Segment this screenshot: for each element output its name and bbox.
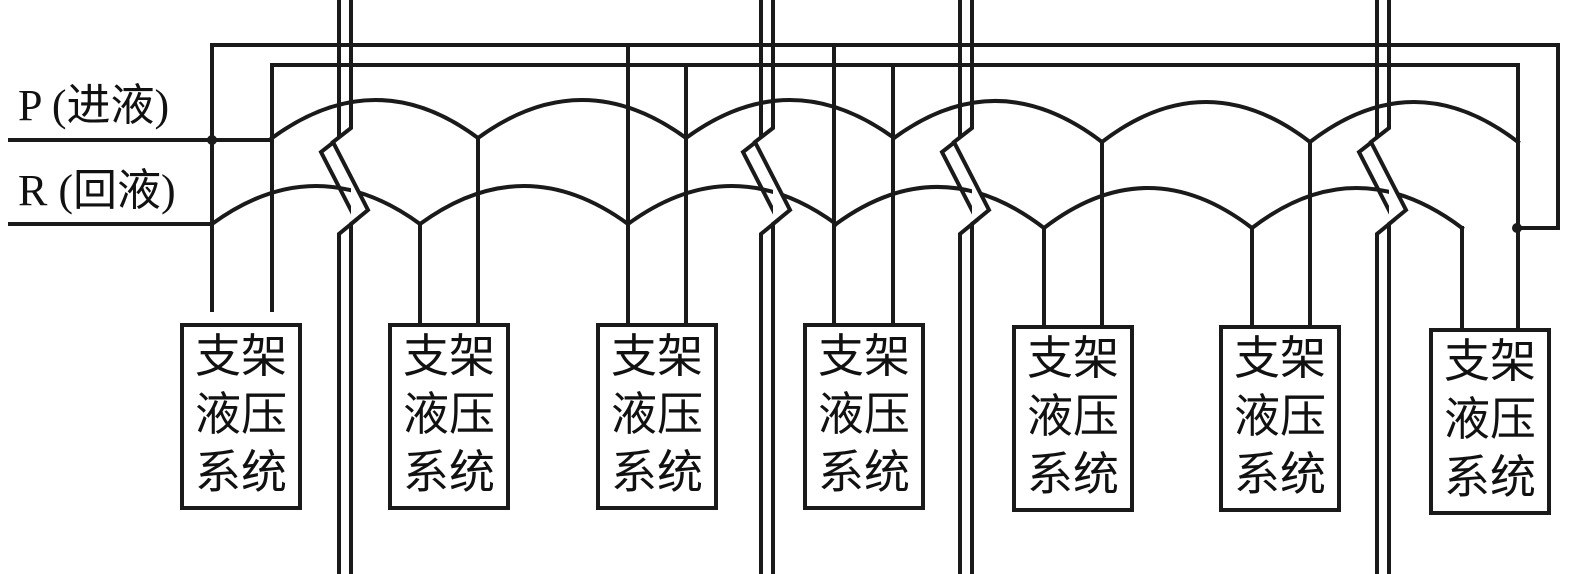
unit-1-line-1: 支架 (195, 329, 287, 383)
pressure-line-label: P (进液) (18, 81, 169, 130)
unit-2-line-3: 系统 (403, 445, 495, 499)
break-symbol-4 (1356, 0, 1409, 574)
unit-6-line-1: 支架 (1234, 331, 1326, 385)
pipe-break-symbols (318, 0, 1409, 574)
pressure-junction-dot (207, 135, 217, 145)
unit-4-line-3: 系统 (818, 445, 910, 499)
pressure-arc-3 (683, 98, 897, 141)
return-arc-5 (1041, 186, 1255, 231)
return-arc-6 (1249, 186, 1465, 231)
pressure-arc-5 (1099, 100, 1313, 145)
inlet-lines (8, 135, 1522, 233)
pressure-arc-1 (269, 98, 481, 141)
unit-4-box (803, 323, 925, 510)
unit-1: 支架 液压 系统 (180, 323, 302, 510)
unit-5-line-2: 液压 (1027, 389, 1119, 443)
return-arc-chain (209, 184, 1465, 231)
unit-5-line-1: 支架 (1027, 331, 1119, 385)
unit-2-line-2: 液压 (403, 387, 495, 441)
unit-5-box (1012, 325, 1134, 512)
unit-7-line-3: 系统 (1444, 450, 1536, 504)
unit-1-line-3: 系统 (195, 445, 287, 499)
unit-7-line-2: 液压 (1444, 392, 1536, 446)
break-symbol-2 (740, 0, 793, 574)
unit-6-line-3: 系统 (1234, 447, 1326, 501)
unit-6: 支架 液压 系统 (1219, 325, 1341, 512)
pressure-arc-2 (475, 98, 689, 141)
pressure-arc-4 (891, 99, 1105, 145)
return-junction-dot (1512, 223, 1522, 233)
unit-3-line-3: 系统 (611, 445, 703, 499)
unit-5: 支架 液压 系统 (1012, 325, 1134, 512)
outer-top-loop (210, 43, 1560, 312)
return-line-label: R (回液) (18, 166, 176, 215)
unit-feed-pipes (418, 43, 1464, 334)
unit-6-line-2: 液压 (1234, 389, 1326, 443)
unit-3: 支架 液压 系统 (596, 323, 718, 510)
unit-6-box (1219, 325, 1341, 512)
unit-2: 支架 液压 系统 (388, 323, 510, 510)
unit-4-line-1: 支架 (818, 329, 910, 383)
unit-4-line-2: 液压 (818, 387, 910, 441)
unit-2-line-1: 支架 (403, 329, 495, 383)
unit-1-line-2: 液压 (195, 387, 287, 441)
return-arc-3 (625, 184, 839, 227)
unit-7-line-1: 支架 (1444, 334, 1536, 388)
unit-2-box (388, 323, 510, 510)
unit-7-box (1429, 328, 1551, 515)
pressure-arc-6 (1307, 100, 1521, 145)
break-symbol-3 (939, 0, 992, 574)
return-arc-4 (833, 185, 1047, 231)
unit-5-line-3: 系统 (1027, 447, 1119, 501)
unit-7: 支架 液压 系统 (1429, 328, 1551, 515)
unit-4: 支架 液压 系统 (803, 323, 925, 510)
unit-3-box (596, 323, 718, 510)
pressure-arc-chain (269, 98, 1521, 145)
unit-1-box (180, 323, 302, 510)
unit-3-line-1: 支架 (611, 329, 703, 383)
return-arc-1 (209, 184, 423, 227)
break-symbol-1 (318, 0, 371, 574)
return-arc-2 (417, 184, 631, 227)
unit-3-line-2: 液压 (611, 387, 703, 441)
